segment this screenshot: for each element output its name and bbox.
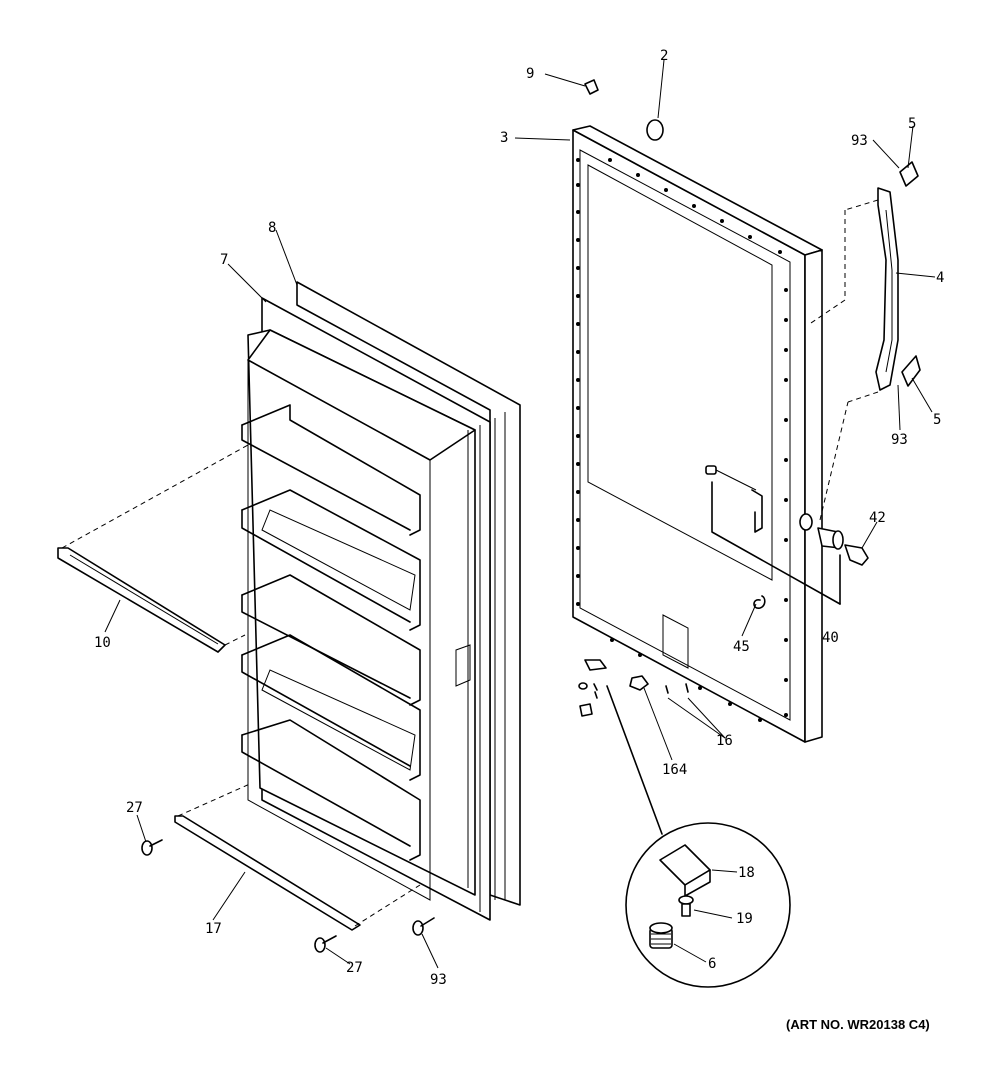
- callout-10: 10: [94, 635, 111, 651]
- hinge-bracket: [659, 844, 711, 897]
- outer-door-panel: [572, 125, 823, 743]
- callout-7: 7: [220, 252, 228, 268]
- door-shelf-rails: [241, 404, 421, 861]
- callout-5-top: 5: [908, 116, 916, 132]
- callout-45: 45: [733, 639, 750, 655]
- roller-bushing: [649, 922, 673, 949]
- callout-18: 18: [738, 865, 755, 881]
- callout-42: 42: [869, 510, 886, 526]
- callout-164: 164: [662, 762, 687, 778]
- shelf-bars: [57, 444, 421, 931]
- door-handle: [807, 161, 921, 403]
- callout-9: 9: [526, 66, 534, 82]
- outer-door-screw-holes: [576, 158, 788, 722]
- hinge-pin: [678, 895, 694, 917]
- inner-door-liner: [241, 281, 521, 921]
- callout-5-bottom: 5: [933, 412, 941, 428]
- callout-40: 40: [822, 630, 839, 646]
- lock-assembly: [705, 401, 869, 609]
- callout-4: 4: [936, 270, 944, 286]
- callout-8: 8: [268, 220, 276, 236]
- detail-inset: [606, 685, 791, 988]
- callout-93-bottom: 93: [430, 972, 447, 988]
- leader-lines: [104, 59, 936, 969]
- callout-16: 16: [716, 733, 733, 749]
- callout-2: 2: [660, 48, 668, 64]
- callout-labels: 9 2 3 93 5 4 5 93 42 40 45 16 164 8 7 10…: [94, 48, 944, 988]
- callout-3: 3: [500, 130, 508, 146]
- art-number: (ART NO. WR20138 C4): [786, 1017, 930, 1032]
- callout-27-left: 27: [126, 800, 143, 816]
- fasteners: [141, 839, 435, 953]
- callout-19: 19: [736, 911, 753, 927]
- callout-17: 17: [205, 921, 222, 937]
- lower-small-parts: [578, 659, 689, 717]
- callout-93-handle-bottom: 93: [891, 432, 908, 448]
- wire-baskets: [261, 509, 416, 771]
- hinge-cap-and-plug: [584, 79, 664, 141]
- callout-6: 6: [708, 956, 716, 972]
- callout-27-bottom: 27: [346, 960, 363, 976]
- callout-93-handle-top: 93: [851, 133, 868, 149]
